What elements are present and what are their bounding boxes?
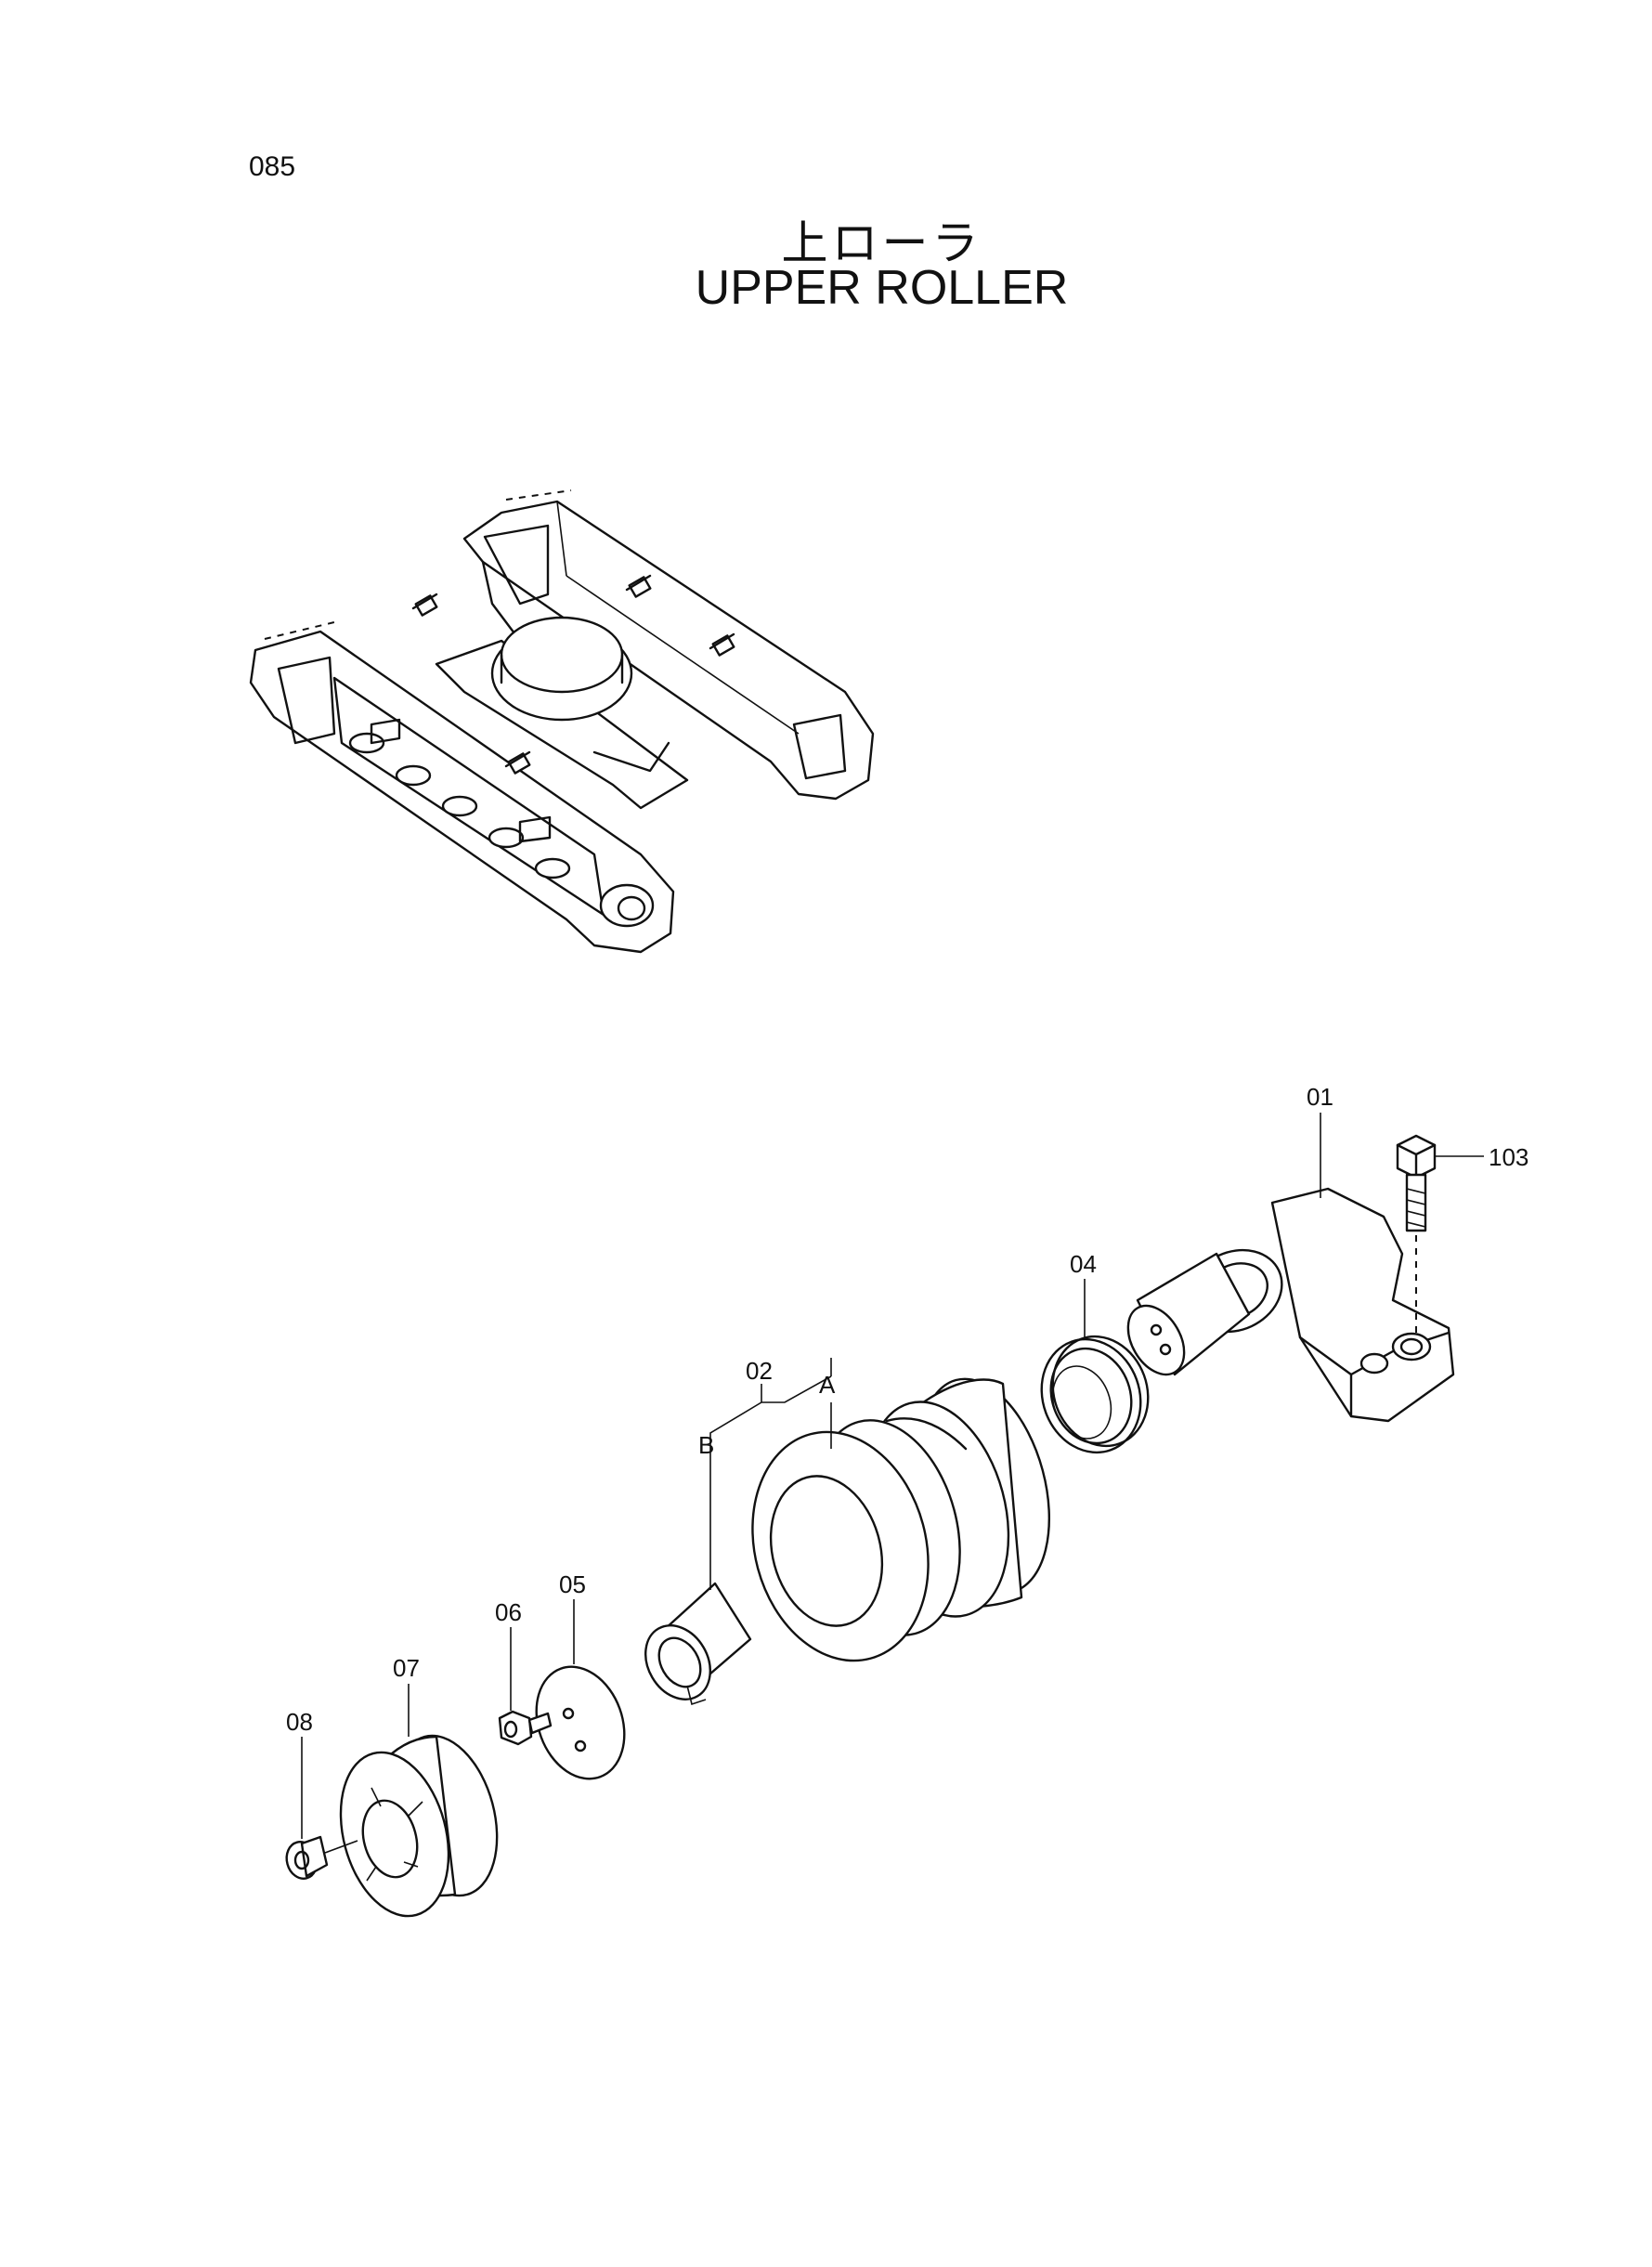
assembly-leader-lines [709,1358,832,1590]
callout-05: 05 [559,1570,586,1598]
title-english: UPPER ROLLER [695,261,1069,315]
callout-07: 07 [393,1654,420,1682]
callout-b: B [698,1431,714,1459]
callout-08: 08 [286,1708,313,1736]
center-frame [435,616,689,810]
callout-04: 04 [1070,1250,1097,1278]
callout-02: 02 [746,1357,773,1385]
front-track-frame [249,621,675,954]
part-08-plug [285,1737,358,1880]
part-06-screw [498,1627,553,1746]
callout-01: 01 [1307,1083,1333,1111]
part-b-bushing [644,1582,752,1706]
undercarriage-overview [249,489,875,954]
part-01-bracket [1126,1187,1455,1423]
callout-06: 06 [495,1598,522,1626]
part-02-roller [751,1377,1051,1662]
title-japanese: 上ローラ [781,216,982,270]
part-05-plate [535,1599,626,1780]
rear-track-frame [462,489,875,801]
track-rollers [348,732,571,879]
part-103-bolt [1396,1134,1484,1337]
part-04-seal [1040,1279,1150,1454]
upper-roller-markers [411,574,735,775]
page-number: 085 [249,151,296,182]
callout-103: 103 [1489,1143,1528,1171]
callout-a: A [819,1371,836,1399]
part-07-collar [339,1684,499,1918]
